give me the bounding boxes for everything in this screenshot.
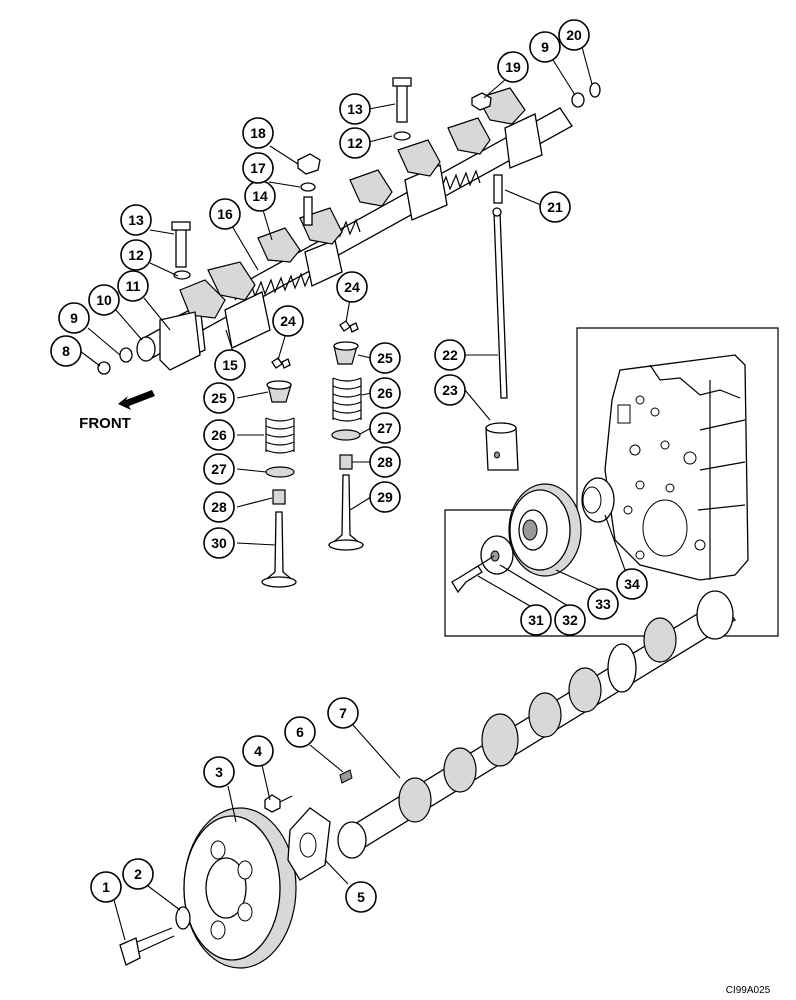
callout-19: 19 bbox=[497, 51, 529, 83]
svg-text:27: 27 bbox=[377, 420, 393, 436]
svg-text:30: 30 bbox=[211, 535, 227, 551]
svg-text:28: 28 bbox=[377, 454, 393, 470]
svg-text:24: 24 bbox=[344, 279, 360, 295]
callout-18: 18 bbox=[242, 117, 274, 149]
svg-text:9: 9 bbox=[541, 39, 549, 55]
callout-25-intake: 25 bbox=[203, 382, 235, 414]
svg-text:11: 11 bbox=[126, 278, 141, 294]
callout-7: 7 bbox=[327, 697, 359, 729]
svg-text:21: 21 bbox=[547, 199, 563, 215]
callout-9-rear: 9 bbox=[529, 31, 561, 63]
callout-34: 34 bbox=[616, 568, 648, 600]
front-arrow-icon bbox=[118, 390, 155, 410]
callout-28-intake: 28 bbox=[203, 491, 235, 523]
svg-text:22: 22 bbox=[442, 347, 458, 363]
callout-16: 16 bbox=[209, 198, 241, 230]
callouts: 1 2 3 4 5 6 7 8 9 9 10 11 12 12 13 13 14… bbox=[50, 19, 648, 913]
svg-text:32: 32 bbox=[562, 612, 578, 628]
svg-text:26: 26 bbox=[211, 427, 227, 443]
svg-text:20: 20 bbox=[566, 27, 582, 43]
callout-23: 23 bbox=[434, 374, 466, 406]
svg-text:6: 6 bbox=[296, 724, 304, 740]
camshaft bbox=[337, 590, 736, 859]
svg-text:17: 17 bbox=[250, 160, 266, 176]
callout-3: 3 bbox=[203, 756, 235, 788]
svg-text:15: 15 bbox=[222, 357, 238, 373]
callout-12-front: 12 bbox=[120, 239, 152, 271]
callout-27-intake: 27 bbox=[203, 453, 235, 485]
push-rod-and-tappet bbox=[485, 207, 519, 471]
callout-10: 10 bbox=[88, 284, 120, 316]
callout-33: 33 bbox=[587, 588, 619, 620]
svg-text:26: 26 bbox=[377, 385, 393, 401]
svg-text:14: 14 bbox=[252, 188, 268, 204]
callout-24-exhaust: 24 bbox=[336, 271, 368, 303]
callout-26-intake: 26 bbox=[203, 419, 235, 451]
callout-5: 5 bbox=[345, 881, 377, 913]
callout-21: 21 bbox=[539, 191, 571, 223]
svg-text:12: 12 bbox=[128, 247, 144, 263]
svg-text:27: 27 bbox=[211, 461, 227, 477]
callout-30: 30 bbox=[203, 527, 235, 559]
front-direction-indicator: FRONT bbox=[79, 390, 155, 432]
svg-text:4: 4 bbox=[254, 743, 262, 759]
callout-2: 2 bbox=[122, 858, 154, 890]
rocker-shaft-assembly bbox=[97, 77, 601, 375]
callout-13-front: 13 bbox=[120, 204, 152, 236]
svg-text:23: 23 bbox=[442, 382, 458, 398]
svg-text:19: 19 bbox=[505, 59, 521, 75]
callout-31: 31 bbox=[520, 604, 552, 636]
svg-text:18: 18 bbox=[250, 125, 266, 141]
callout-25-exhaust: 25 bbox=[369, 342, 401, 374]
callout-13-rear: 13 bbox=[339, 93, 371, 125]
callout-14: 14 bbox=[244, 180, 276, 212]
callout-27-exhaust: 27 bbox=[369, 412, 401, 444]
callout-22: 22 bbox=[434, 339, 466, 371]
callout-11: 11 bbox=[117, 270, 149, 302]
callout-17: 17 bbox=[242, 152, 274, 184]
callout-9-front: 9 bbox=[58, 302, 90, 334]
svg-text:24: 24 bbox=[280, 313, 296, 329]
svg-text:34: 34 bbox=[624, 576, 640, 592]
svg-text:13: 13 bbox=[128, 212, 144, 228]
svg-text:7: 7 bbox=[339, 705, 347, 721]
svg-text:9: 9 bbox=[70, 310, 78, 326]
inset-detail bbox=[444, 327, 779, 637]
svg-text:28: 28 bbox=[211, 499, 227, 515]
svg-text:12: 12 bbox=[347, 135, 363, 151]
svg-text:31: 31 bbox=[528, 612, 544, 628]
svg-text:29: 29 bbox=[377, 489, 393, 505]
svg-text:16: 16 bbox=[217, 206, 233, 222]
callout-15: 15 bbox=[214, 349, 246, 381]
svg-text:10: 10 bbox=[96, 292, 112, 308]
svg-text:8: 8 bbox=[62, 343, 70, 359]
callout-32: 32 bbox=[554, 604, 586, 636]
callout-4: 4 bbox=[242, 735, 274, 767]
callout-29: 29 bbox=[369, 481, 401, 513]
svg-text:33: 33 bbox=[595, 596, 611, 612]
leader-lines bbox=[79, 46, 626, 941]
svg-text:1: 1 bbox=[102, 879, 110, 895]
valve-train bbox=[261, 320, 364, 588]
svg-text:25: 25 bbox=[211, 390, 227, 406]
callout-28-exhaust: 28 bbox=[369, 446, 401, 478]
svg-text:13: 13 bbox=[347, 101, 363, 117]
callout-6: 6 bbox=[284, 716, 316, 748]
svg-text:2: 2 bbox=[134, 866, 142, 882]
front-label: FRONT bbox=[79, 415, 131, 432]
figure-code: CI99A025 bbox=[726, 985, 771, 996]
callout-12-rear: 12 bbox=[339, 127, 371, 159]
svg-text:25: 25 bbox=[377, 350, 393, 366]
cam-gear-group bbox=[119, 794, 331, 969]
svg-text:5: 5 bbox=[357, 889, 365, 905]
callout-26-exhaust: 26 bbox=[369, 377, 401, 409]
callout-24-intake: 24 bbox=[272, 305, 304, 337]
callout-20: 20 bbox=[558, 19, 590, 51]
svg-text:3: 3 bbox=[215, 764, 223, 780]
callout-8: 8 bbox=[50, 335, 82, 367]
callout-1: 1 bbox=[90, 871, 122, 903]
